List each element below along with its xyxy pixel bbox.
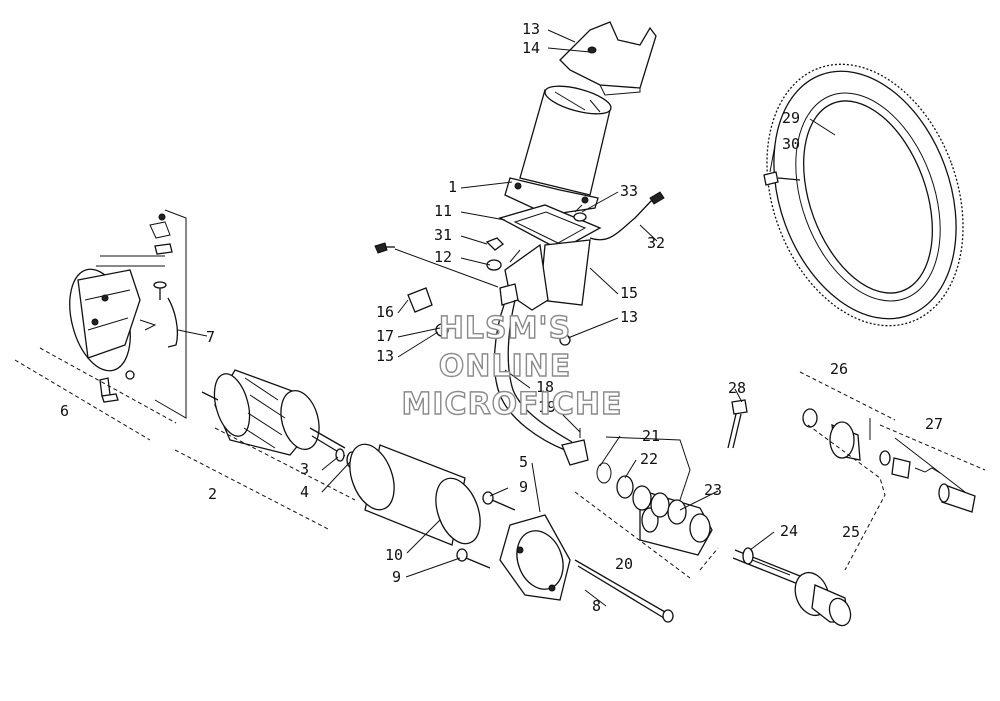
bearing-part: [616, 475, 652, 511]
callout-5: 5: [519, 453, 528, 471]
callout-19: 19: [538, 398, 556, 416]
callout-3: 3: [300, 460, 309, 478]
starter-body-part: [504, 85, 612, 216]
callout-4: 4: [300, 483, 309, 501]
washer-part: [486, 259, 502, 271]
clutch-gear-part: [794, 571, 852, 627]
boot-part: [407, 287, 433, 313]
callout-26: 26: [830, 360, 848, 378]
callout-27: 27: [925, 415, 943, 433]
callout-32: 32: [647, 234, 665, 252]
callouts: 13 14 1 11 31 12 33 32 15 13 16 17 13 18…: [60, 20, 943, 615]
callout-23: 23: [704, 481, 722, 499]
callout-30: 30: [782, 135, 800, 153]
callout-1: 1: [448, 178, 457, 196]
callout-13-mid: 13: [620, 308, 638, 326]
callout-12: 12: [434, 248, 452, 266]
leader-lines: [177, 29, 836, 607]
callout-8: 8: [592, 597, 601, 615]
mounting-bracket-part: [559, 21, 657, 96]
screw-part: [482, 491, 516, 511]
ring-gear-part: [766, 63, 964, 327]
watermark-line-1: HLSM'S: [439, 311, 571, 346]
brush-plate-part: [69, 268, 157, 403]
drive-pinion-part: [802, 408, 861, 461]
callout-10: 10: [385, 546, 403, 564]
callout-6: 6: [60, 402, 69, 420]
callout-17: 17: [376, 327, 394, 345]
o-ring-part: [596, 462, 612, 484]
watermark: HLSM'S ONLINE MICROFICHE: [401, 310, 623, 422]
callout-33: 33: [620, 182, 638, 200]
callout-18: 18: [536, 378, 554, 396]
gasket-part: [498, 204, 602, 251]
nut-part: [485, 237, 504, 251]
armature-part: [201, 369, 346, 457]
seal-part: [650, 492, 687, 525]
callout-15: 15: [620, 284, 638, 302]
callout-2: 2: [208, 485, 217, 503]
callout-25: 25: [842, 523, 860, 541]
thrust-washer-part: [335, 448, 345, 462]
callout-28: 28: [728, 379, 746, 397]
callout-29: 29: [782, 109, 800, 127]
bolt-part: [374, 242, 395, 254]
screw-part-2: [456, 548, 491, 569]
callout-11: 11: [434, 202, 452, 220]
callout-9-upper: 9: [519, 478, 528, 496]
mount-bolt-part: [727, 399, 748, 449]
pinion-shaft-part: [732, 547, 801, 585]
callout-20: 20: [615, 555, 633, 573]
watermark-line-3: MICROFICHE: [402, 387, 623, 422]
callout-9-lower: 9: [392, 568, 401, 586]
spring-part: [879, 450, 976, 513]
callout-24: 24: [780, 522, 798, 540]
drive-housing-part: [499, 514, 571, 601]
terminal-stud-part: [149, 213, 179, 348]
watermark-line-2: ONLINE: [439, 349, 572, 384]
callout-16: 16: [376, 303, 394, 321]
callout-13-top: 13: [522, 20, 540, 38]
cable-part: [493, 283, 589, 466]
callout-21: 21: [642, 427, 660, 445]
callout-31: 31: [434, 226, 452, 244]
callout-14: 14: [522, 39, 540, 57]
callout-22: 22: [640, 450, 658, 468]
terminal-part: [573, 204, 587, 222]
field-frame-part: [349, 443, 481, 546]
callout-7: 7: [206, 328, 215, 346]
nut-part-3: [559, 334, 571, 346]
ring-gear-bolt-part: [763, 171, 801, 186]
wire-lead-part: [589, 191, 665, 241]
nut-part-2: [435, 323, 449, 337]
through-bolt-part: [574, 559, 674, 623]
callout-13-left: 13: [376, 347, 394, 365]
